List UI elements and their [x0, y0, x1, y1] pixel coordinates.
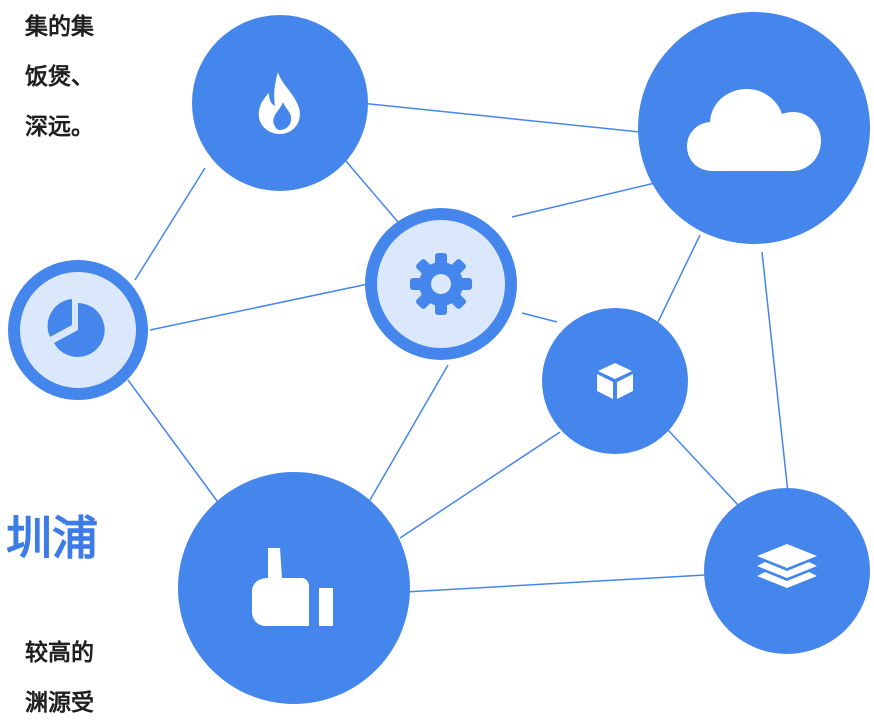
fire-node[interactable]	[192, 15, 368, 191]
edge-cloud-cube	[657, 234, 701, 323]
pie-chart-node[interactable]	[8, 260, 148, 400]
intro-line-2: 饭煲、	[25, 64, 94, 90]
pie-chart-icon	[47, 299, 105, 357]
edge-thumb-stack	[404, 574, 706, 593]
edge-pie-gear	[149, 283, 369, 331]
edge-cube-stack	[667, 429, 739, 506]
edge-gear-cloud	[511, 182, 656, 218]
network-edges	[127, 102, 789, 593]
section-paragraph: 较高的 渊源受	[25, 628, 94, 728]
intro-paragraph: 集的集 饭煲、 深远。	[25, 2, 94, 152]
section-heading: 圳浦	[6, 511, 98, 565]
edge-fire-gear	[344, 159, 399, 223]
edge-fire-cloud	[359, 102, 641, 133]
layers-node[interactable]	[704, 488, 870, 654]
cube-node[interactable]	[542, 308, 688, 454]
intro-line-1: 集的集	[25, 14, 94, 40]
gear-icon	[410, 253, 472, 315]
network-diagram	[8, 12, 870, 704]
fire-icon	[258, 72, 300, 134]
gear-node[interactable]	[365, 208, 517, 360]
edge-cloud-stack	[761, 251, 789, 494]
edge-gear-thumb	[369, 364, 449, 501]
edge-gear-cube	[521, 312, 558, 323]
cloud-icon	[687, 89, 821, 171]
cloud-node[interactable]	[638, 12, 870, 244]
edge-fire-pie	[134, 167, 206, 281]
layers-icon	[757, 544, 817, 588]
thumbs-up-node[interactable]	[178, 472, 410, 704]
intro-line-3: 深远。	[25, 114, 94, 140]
edge-pie-thumb	[127, 379, 221, 506]
edge-cube-thumb	[399, 431, 561, 539]
cube-icon	[597, 363, 633, 399]
thumbs-up-icon	[252, 548, 333, 626]
section-line-1: 较高的	[25, 640, 94, 666]
